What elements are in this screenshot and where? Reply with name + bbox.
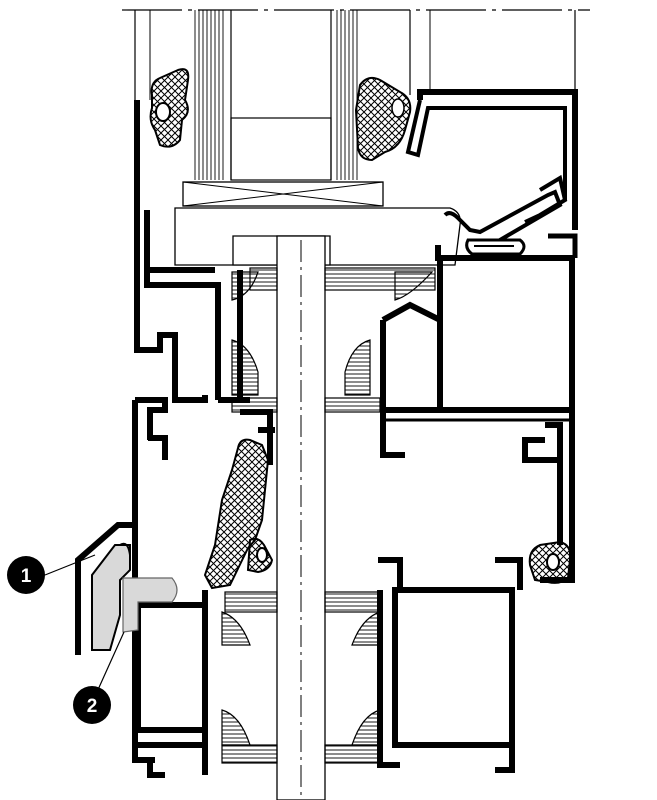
center-axis xyxy=(276,235,326,800)
lower-frame-right-chamber xyxy=(377,557,523,773)
glass-pane-outer xyxy=(194,10,232,180)
callout-2-label: 2 xyxy=(87,696,98,717)
sash-clip xyxy=(443,189,563,256)
drip-cover-profile xyxy=(75,522,135,655)
callout-2: 2 xyxy=(73,686,111,724)
glass-pane-inner xyxy=(330,10,358,180)
callout-1-label: 1 xyxy=(21,566,32,587)
glazing-packer xyxy=(182,181,384,207)
glazing-unit xyxy=(134,10,576,181)
frame-gasket-right xyxy=(528,540,572,584)
drip-cover-accessory xyxy=(75,522,178,655)
thermal-break-lower xyxy=(221,591,381,764)
central-gasket xyxy=(203,438,274,590)
seal-insert xyxy=(122,577,178,633)
outer-glazing-gasket xyxy=(149,68,190,148)
thermal-break-upper xyxy=(231,267,436,413)
glazing-bead xyxy=(354,76,578,230)
lower-frame-left-chamber xyxy=(135,590,208,778)
callout-1: 1 xyxy=(7,556,45,594)
